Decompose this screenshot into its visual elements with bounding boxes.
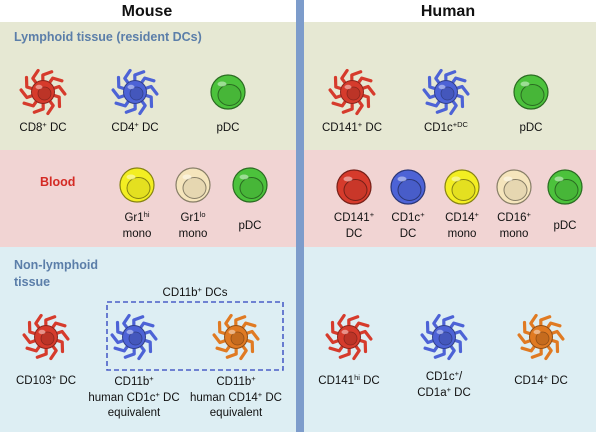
round-cell-icon <box>496 169 532 205</box>
cell-label: DC <box>346 228 363 240</box>
cell-mouse-gr1lo-mono: Gr1lo mono <box>175 167 211 240</box>
cell-label: CD103+ DC <box>16 373 76 387</box>
cell-mouse-cd8-dc: CD8+ DC <box>19 68 67 134</box>
cell-layer: CD8+ DC CD4+ DC pDC CD141+ DC CD1c+ DC pDC Gr1h… <box>16 68 583 419</box>
cell-human-pdc-lymphoid: pDC <box>513 74 549 134</box>
cell-label: CD1c+ <box>391 210 425 224</box>
cell-mouse-cd11b-cd1c-equiv: CD11b+ human CD1c+ DC equivalent <box>88 313 180 419</box>
cell-label: CD14+ DC <box>514 373 568 387</box>
nonlymphoid-title: Non-lymphoid <box>14 258 98 272</box>
cell-label: mono <box>448 228 477 240</box>
cell-human-cd141hi-dc: CD141hi DC <box>318 313 380 387</box>
cd11b-group-label: CD11b+ DCs <box>163 285 228 299</box>
cell-label: human CD1c+ DC <box>88 390 179 404</box>
cell-human-cd1c-cd1a-dc: CD1c+/ CD1a+ DC <box>417 313 471 399</box>
cell-label: DC <box>400 228 417 240</box>
cell-mouse-pdc-blood: pDC <box>232 167 268 232</box>
cell-mouse-gr1hi-mono: Gr1hi mono <box>119 167 155 240</box>
cell-mouse-cd4-dc: CD4+ DC <box>111 68 159 134</box>
cd11b-group-label-text: CD11b+ DCs <box>163 285 228 299</box>
cell-label: CD1c+/ <box>426 369 463 383</box>
cell-human-cd14-mono: CD14+ mono <box>444 169 480 240</box>
cell-label: human CD14+ DC <box>190 390 282 404</box>
cell-human-cd141-dc: CD141+ DC <box>322 68 382 134</box>
cell-label: CD141+ DC <box>322 120 382 134</box>
round-cell-icon <box>210 74 246 110</box>
round-cell-icon <box>232 167 268 203</box>
cell-human-cd1c-dc: CD1c+DC <box>422 68 470 134</box>
cell-label: CD1a+ DC <box>417 385 471 399</box>
cell-label: CD141+ <box>334 210 375 224</box>
round-cell-icon <box>119 167 155 203</box>
round-cell-icon <box>390 169 426 205</box>
cell-label: mono <box>500 228 529 240</box>
cell-human-cd16-mono: CD16+ mono <box>496 169 532 240</box>
cell-label: pDC <box>238 220 261 232</box>
cell-label: CD11b+ <box>114 374 154 388</box>
cell-human-pdc-blood: pDC <box>547 169 583 232</box>
cell-label: CD4+ DC <box>111 120 158 134</box>
dendritic-cell-icon <box>422 68 470 116</box>
cell-label: equivalent <box>108 407 161 419</box>
cell-label: CD1c+DC <box>424 120 469 134</box>
round-cell-icon <box>444 169 480 205</box>
cell-label: Gr1hi <box>124 210 149 224</box>
round-cell-icon <box>547 169 583 205</box>
cell-label: CD14+ <box>445 210 479 224</box>
cell-human-cd14-dc: CD14+ DC <box>514 313 568 387</box>
dendritic-cell-icon <box>517 313 565 361</box>
cell-label: CD141hi DC <box>318 373 379 387</box>
dendritic-cell-icon <box>420 313 468 361</box>
dendritic-cell-icon <box>328 68 376 116</box>
dendritic-cell-icon <box>212 313 260 361</box>
mouse-header: Mouse <box>122 3 173 20</box>
round-cell-icon <box>513 74 549 110</box>
species-divider <box>296 0 304 432</box>
cell-label: CD16+ <box>497 210 531 224</box>
cell-label: mono <box>123 228 152 240</box>
blood-title: Blood <box>40 175 75 189</box>
cell-mouse-cd103-dc: CD103+ DC <box>16 313 76 387</box>
cell-human-cd1c-dc-blood: CD1c+ DC <box>390 169 426 240</box>
cell-label: pDC <box>553 220 576 232</box>
cell-label: pDC <box>216 122 239 134</box>
cell-label: mono <box>179 228 208 240</box>
lymphoid-title: Lymphoid tissue (resident DCs) <box>14 30 202 44</box>
cell-label: pDC <box>519 122 542 134</box>
dendritic-cell-icon <box>110 313 158 361</box>
nonlymphoid-title-line2: tissue <box>14 275 50 289</box>
cell-label: equivalent <box>210 407 263 419</box>
dendritic-cell-icon <box>111 68 159 116</box>
cell-mouse-pdc-lymphoid: pDC <box>210 74 246 134</box>
human-header: Human <box>421 3 475 20</box>
cell-label: CD8+ DC <box>19 120 66 134</box>
round-cell-icon <box>175 167 211 203</box>
dendritic-cell-icon <box>325 313 373 361</box>
cell-human-cd141-dc-blood: CD141+ DC <box>334 169 375 240</box>
dendritic-cell-icon <box>22 313 70 361</box>
cd11b-group-box <box>106 301 284 371</box>
cell-label: CD11b+ <box>216 374 256 388</box>
cell-label: Gr1lo <box>180 210 205 224</box>
round-cell-icon <box>336 169 372 205</box>
dendritic-cell-icon <box>19 68 67 116</box>
cell-mouse-cd11b-cd14-equiv: CD11b+ human CD14+ DC equivalent <box>190 313 282 419</box>
